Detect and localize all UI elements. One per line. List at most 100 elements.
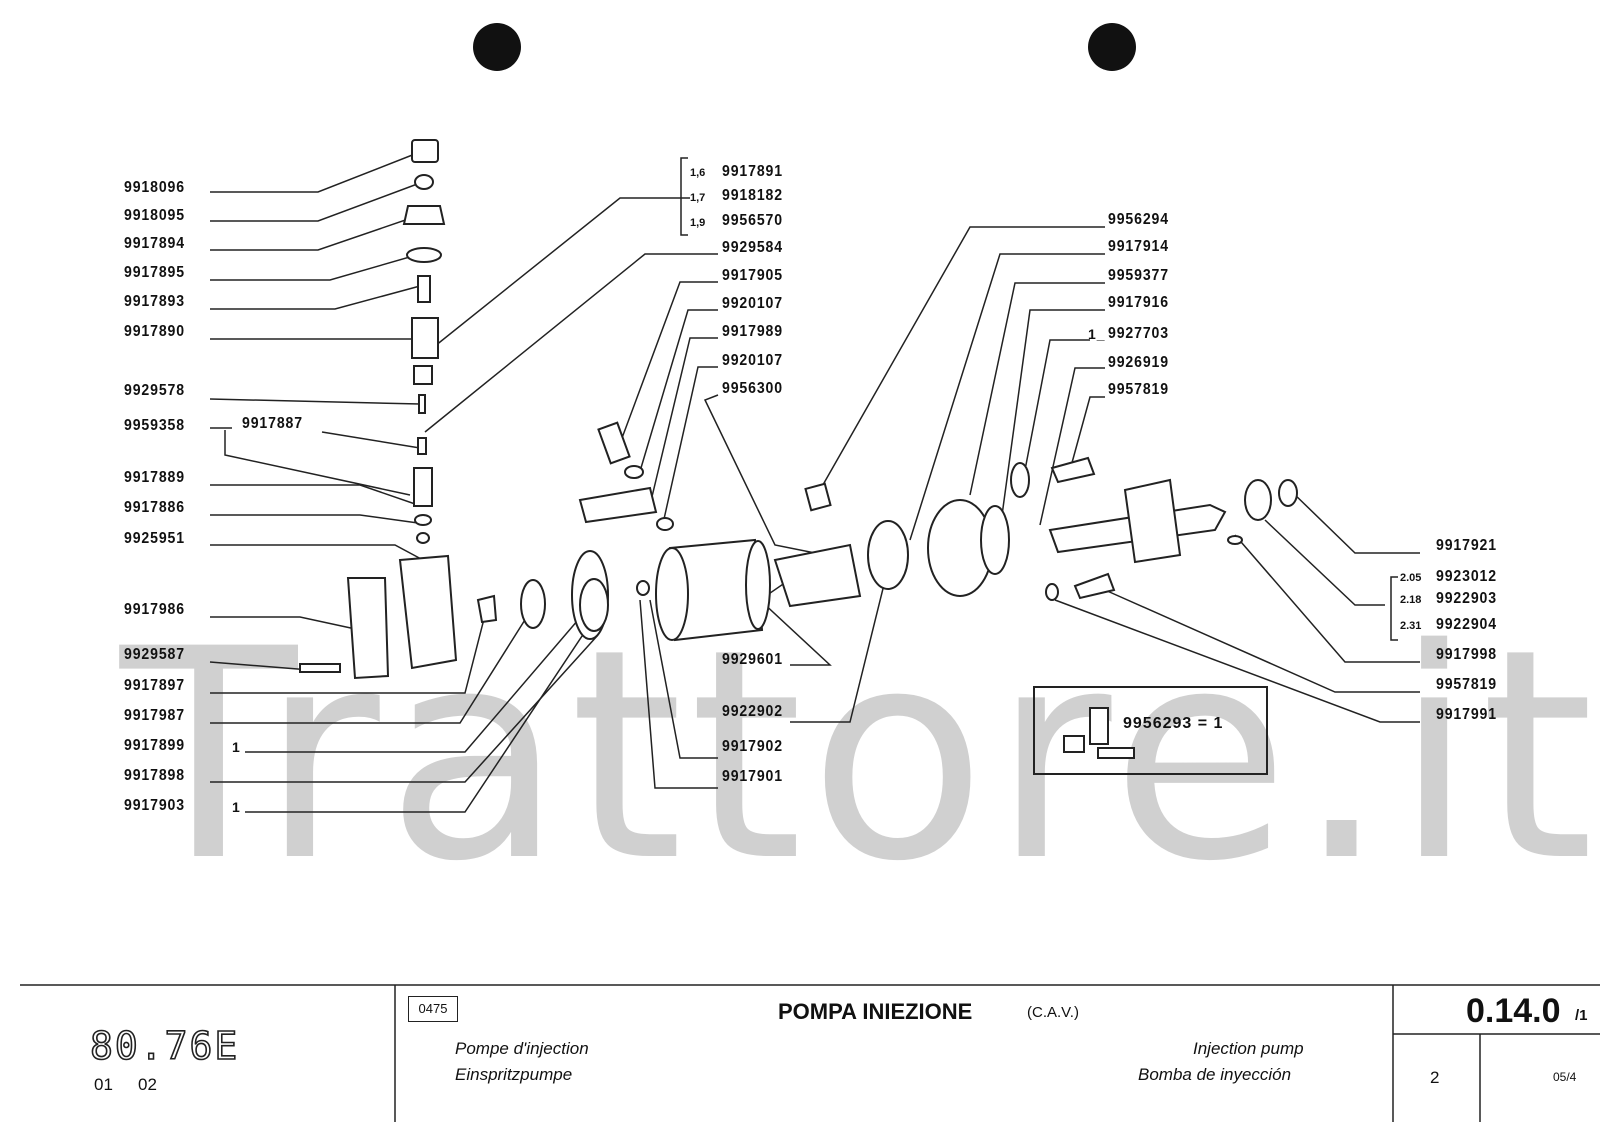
callout-9925951: 9925951: [124, 530, 185, 547]
callout-9922903: 9922903: [1436, 590, 1497, 607]
callout-9922904: 9922904: [1436, 616, 1497, 633]
part-o-ring: [1045, 583, 1059, 601]
qty-mark-9917899: 1: [232, 739, 241, 755]
sheet-cell-2: 2: [1430, 1068, 1440, 1087]
inset-part-c: [1097, 747, 1135, 759]
callout-9917893: 9917893: [124, 293, 185, 310]
callout-9929601: 9929601: [722, 651, 783, 668]
callout-9922902: 9922902: [722, 703, 783, 720]
punch-hole-left: [473, 23, 521, 71]
bracket-9959358: [224, 430, 411, 496]
part-valve-body: [411, 317, 439, 359]
leader-9957819: [1104, 589, 1420, 693]
part-ring-b: [416, 532, 430, 544]
leader-9956294: [819, 226, 1105, 491]
callout-9917891: 9917891: [722, 163, 783, 180]
part-seal-ring: [406, 247, 442, 263]
callout-9918096: 9918096: [124, 179, 185, 196]
leader-9922902: [790, 539, 896, 723]
qty-mark-9917903: 1: [232, 799, 241, 815]
qty-9922904: 2.31: [1400, 620, 1422, 632]
callout-9920107-a: 9920107: [722, 295, 783, 312]
callout-9918095: 9918095: [124, 207, 185, 224]
leader-9925951: [210, 544, 424, 561]
inset-part-a: [1089, 707, 1109, 745]
part-weight-lower: [1073, 572, 1116, 600]
callout-9917921: 9917921: [1436, 537, 1497, 554]
callout-9917987: 9917987: [124, 707, 185, 724]
leader-9917986: [210, 616, 361, 631]
part-plunger: [417, 437, 427, 455]
leader-9929587: [209, 661, 311, 671]
title-en: Injection pump: [1193, 1039, 1304, 1058]
callout-9917898: 9917898: [124, 767, 185, 784]
callout-9920107-b: 9920107: [722, 352, 783, 369]
leader-9917893: [210, 285, 421, 310]
callout-9923012: 9923012: [1436, 568, 1497, 585]
part-bracket: [346, 577, 390, 680]
inset-part-b: [1063, 735, 1085, 753]
part-washer-small: [414, 174, 434, 190]
part-valve-holder: [402, 205, 446, 225]
series-b: 02: [138, 1075, 157, 1094]
leader-9917895: [210, 253, 421, 281]
callout-9917899: 9917899: [124, 737, 185, 754]
callout-9956570: 9956570: [722, 212, 783, 229]
leader-9917897: [210, 614, 486, 694]
part-banjo-bolt: [597, 421, 631, 465]
leader-9917887: [321, 431, 421, 449]
sheet-cell-3: 05/4: [1553, 1070, 1577, 1084]
leader-9918095: [210, 182, 421, 222]
callout-9957819: 9957819: [1436, 676, 1497, 693]
callout-9959377: 9959377: [1108, 267, 1169, 284]
part-shoe: [804, 482, 832, 512]
part-screw: [299, 663, 341, 673]
inset-label: 9956293 = 1: [1123, 715, 1224, 732]
group-code: 0475: [408, 996, 458, 1022]
leader-9917998: [1234, 534, 1420, 663]
callout-9917894: 9917894: [124, 235, 185, 252]
leader-9923012-group: [1264, 519, 1385, 606]
part-weights: [1123, 478, 1182, 564]
qty-mark-9927703: 1_: [1088, 326, 1106, 342]
callout-9929584: 9929584: [722, 239, 783, 256]
page-title: POMPA INIEZIONE: [778, 999, 973, 1024]
model-number: 80.76E: [89, 1023, 240, 1069]
qty-9922903: 2.18: [1400, 594, 1422, 606]
callout-9917895: 9917895: [124, 264, 185, 281]
leader-9926919: [1039, 367, 1105, 526]
leader-9917905: [621, 281, 718, 439]
part-inlet-housing: [398, 554, 458, 670]
part-pin: [418, 394, 426, 414]
part-valve: [413, 365, 433, 385]
part-regulator-disc: [520, 579, 546, 629]
page-title-sub: (C.A.V.): [1027, 1004, 1079, 1021]
callout-9917998: 9917998: [1436, 646, 1497, 663]
page-reference-sub: /1: [1575, 1007, 1588, 1024]
callout-9917916: 9917916: [1108, 294, 1169, 311]
part-circlip: [1278, 479, 1298, 507]
callout-9927703: 9927703: [1108, 325, 1169, 342]
part-ring-a: [414, 514, 432, 526]
leader-9956300: [703, 394, 851, 561]
leader-9917901: [639, 599, 718, 789]
part-end-washer: [1244, 479, 1272, 521]
part-union-nut: [411, 139, 439, 163]
leader-9957819-top: [1069, 396, 1105, 471]
qty-9956570: 1,9: [690, 217, 706, 229]
callout-9917903: 9917903: [124, 797, 185, 814]
leader-9917898: [210, 634, 599, 783]
callout-9926919: 9926919: [1108, 354, 1169, 371]
callout-9917901: 9917901: [722, 768, 783, 785]
callout-9917914: 9917914: [1108, 238, 1169, 255]
series-a: 01: [94, 1075, 113, 1094]
part-clip: [476, 594, 498, 624]
qty-9917891: 1,6: [690, 167, 706, 179]
callout-9917902: 9917902: [722, 738, 783, 755]
callout-9917991: 9917991: [1436, 706, 1497, 723]
inset-frame: [1033, 686, 1268, 775]
part-plunger-body: [413, 467, 433, 507]
callout-9917890: 9917890: [124, 323, 185, 340]
